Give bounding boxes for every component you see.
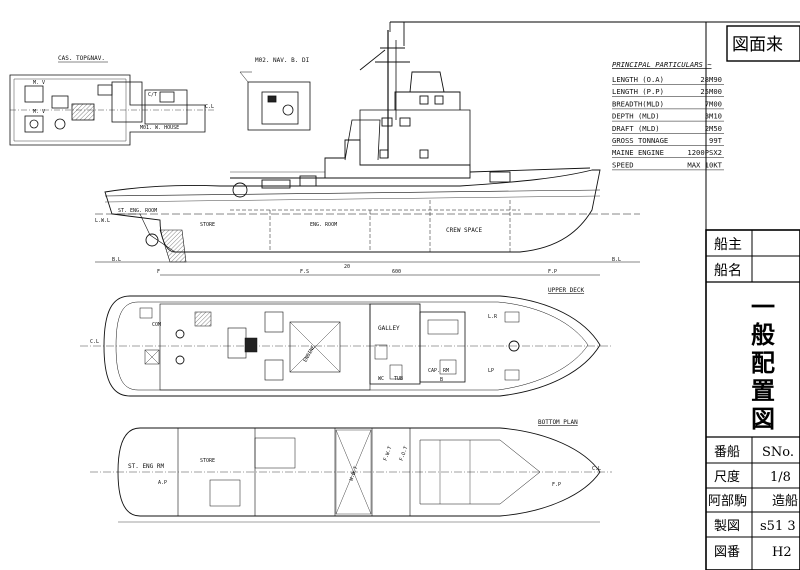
tank-label-2: F.O.T — [399, 446, 410, 462]
ship-name-label: 船名 — [714, 263, 742, 279]
particular-value: 28M90 — [700, 75, 722, 84]
particular-label: LENGTH (P.P) — [612, 87, 664, 96]
particular-label: DRAFT (MLD) — [612, 124, 660, 133]
lwl-label: L.W.L — [95, 218, 110, 224]
upper-deck-title: UPPER DECK — [548, 287, 585, 294]
wheel-house-label: M01. W. HOUSE — [140, 125, 179, 131]
b-label: B — [440, 377, 443, 383]
fs-number-2: 20 — [344, 264, 350, 270]
ship-no-label: 番船 — [714, 445, 740, 460]
owner-label: 船主 — [714, 237, 742, 253]
st-eng-label-profile: ST. ENG. ROOM — [118, 208, 157, 214]
fs-number: 600 — [392, 269, 401, 275]
eng-room-label: ENG. ROOM — [310, 222, 337, 228]
scale-label: 尺度 — [714, 469, 740, 485]
casing-top-plan: CAS. TOP&NAV. M. V M. V C/T M01. W. HOUS… — [9, 55, 215, 146]
cas-cl-label: C.L — [205, 104, 214, 110]
drawing-no-value: H2 — [772, 545, 792, 560]
particular-label: DEPTH (MLD) — [612, 112, 660, 121]
wc-label: WC — [378, 376, 384, 382]
builder-name: 阿部駒 — [708, 494, 747, 509]
particular-value: 25M00 — [700, 87, 722, 96]
fp-label: F.P — [548, 269, 557, 275]
bp-cl-label: C.L — [592, 466, 601, 472]
cas-top-title: CAS. TOP&NAV. — [58, 55, 105, 62]
particular-value: 99T — [709, 136, 723, 145]
particular-label: LENGTH (O.A) — [612, 75, 664, 84]
particular-value: MAX 10KT — [687, 160, 722, 169]
lp-label: LP — [488, 368, 494, 374]
particular-label: SPEED — [612, 160, 634, 169]
bl-label: B.L — [112, 257, 121, 263]
lr-label: L.R — [488, 314, 498, 320]
tank-label-1: F.W.T — [383, 446, 394, 462]
nav-deck-title: M02. NAV. B. DI — [255, 57, 310, 64]
side-profile: L.W.L B.L B.L — [95, 22, 640, 276]
ap-label: A.P — [158, 480, 167, 486]
particular-label: MAINE ENGINE — [612, 148, 664, 157]
bottom-plan-title: BOTTOM PLAN — [538, 419, 578, 426]
ship-no-value: SNo. — [762, 445, 794, 460]
frame-label: F — [157, 269, 160, 275]
particular-value: 1200PSX2 — [687, 148, 722, 157]
nav-bridge-plan: M02. NAV. B. DI — [239, 57, 311, 131]
store-label-bottom: STORE — [200, 458, 215, 464]
com-label: COM — [152, 322, 161, 328]
scale-value: 1/8 — [770, 470, 791, 485]
particular-value: 7M00 — [705, 99, 722, 108]
particular-label: BREADTH(MLD) — [612, 99, 664, 108]
title-block: 図面来 船主 船名 一 般 配 置 図 番船 SNo. 尺度 1/8 阿部駒 造… — [705, 22, 800, 570]
fs-label: F.S — [300, 269, 309, 275]
upper-deck-plan: UPPER DECK C.L GALLEY CAP. RM ENGINE — [80, 287, 612, 397]
cap-rm-label: CAP. RM — [428, 368, 449, 374]
drawn-label: 製図 — [714, 519, 740, 534]
ct-label: C/T — [148, 92, 157, 98]
mv-label-2: M. V — [33, 109, 45, 115]
particulars-heading: PRINCIPAL PARTICULARS ~ — [612, 60, 712, 69]
drawing-title: 一 般 配 置 図 — [751, 292, 783, 433]
particular-value: 2M50 — [705, 124, 722, 133]
drawn-value: s51 3 — [760, 519, 796, 534]
particular-label: GROSS TONNAGE — [612, 136, 668, 145]
st-eng-rm-label: ST. ENG RM — [128, 463, 165, 470]
store-label-profile: STORE — [200, 222, 215, 228]
tub-label: TUB — [394, 376, 403, 382]
engine-label: ENGINE — [303, 345, 317, 364]
drawing-no-label: 図番 — [714, 545, 740, 560]
fp-label-bottom: F.P — [552, 482, 561, 488]
builder-suffix: 造船 — [772, 494, 798, 509]
principal-particulars: PRINCIPAL PARTICULARS ~ LENGTH (O.A) 28M9… — [612, 60, 724, 171]
stamp-text: 図面来 — [732, 35, 783, 55]
particular-value: 3M10 — [705, 112, 722, 121]
bl-label-fwd: B.L — [612, 257, 621, 263]
galley-label: GALLEY — [378, 325, 400, 332]
mv-label-1: M. V — [33, 80, 45, 86]
ud-cl-label: C.L — [90, 339, 99, 345]
bottom-plan: BOTTOM PLAN C.L ST. ENG RM STORE A.P F.P… — [90, 419, 612, 523]
tank-label-3: W.B.T — [349, 466, 360, 482]
crew-space-label: CREW SPACE — [446, 227, 483, 234]
